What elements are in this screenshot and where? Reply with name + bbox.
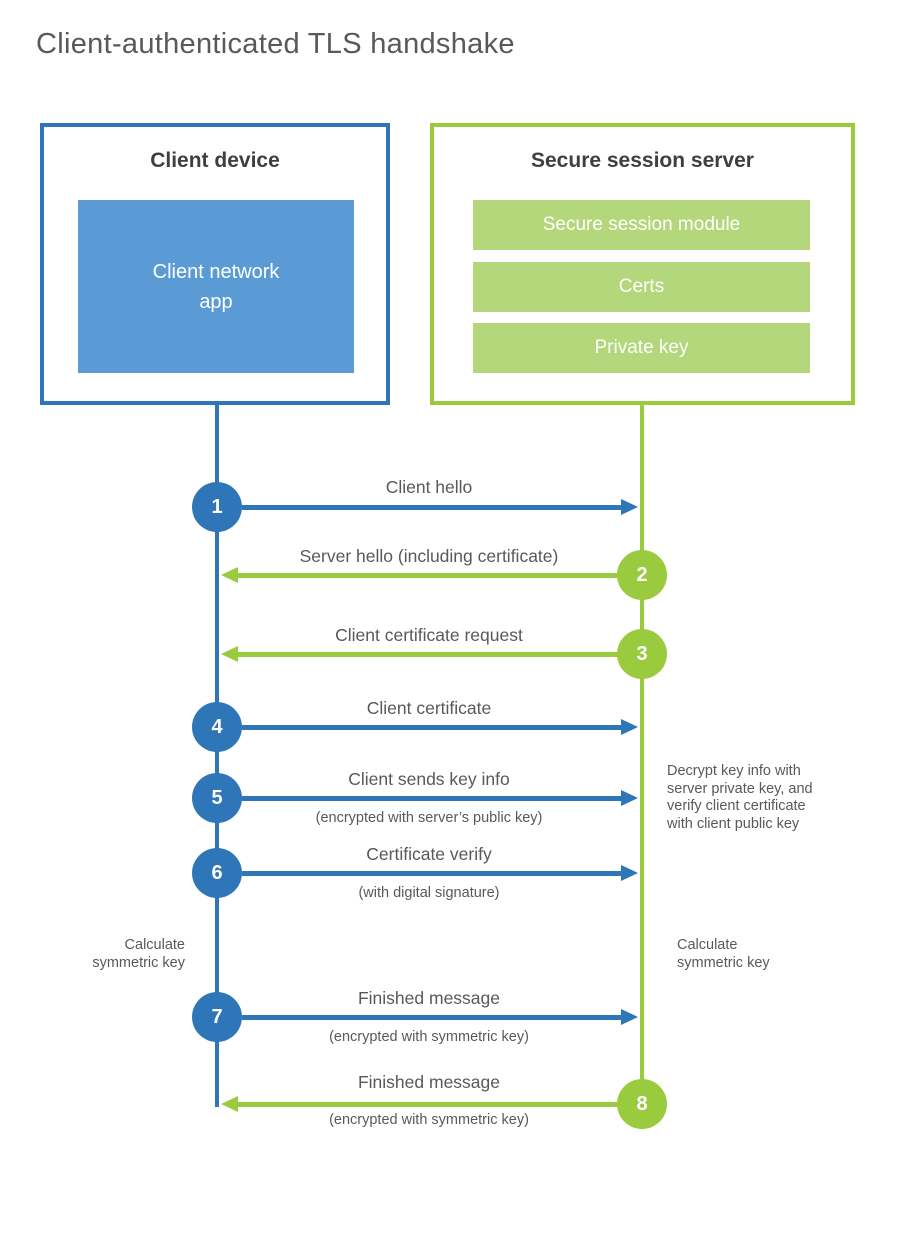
step-7-arrow-shaft: [242, 1015, 622, 1020]
client-lifeline: [214, 405, 219, 1107]
step-1-arrowhead-icon: [621, 499, 638, 515]
calculate-symmetric-key-client: Calculate symmetric key: [92, 937, 185, 971]
step-4-arrow-shaft: [242, 725, 622, 730]
server-lifeline: [639, 405, 644, 1129]
server-module-certs: Certs: [473, 262, 810, 312]
step-7-label: Finished message: [357, 988, 501, 1008]
step-7-badge: 7: [192, 992, 242, 1042]
step-4-badge: 4: [192, 702, 242, 752]
step-3-label: Client certificate request: [335, 625, 523, 645]
step-6-badge: 6: [192, 848, 242, 898]
client-network-app-box: Client network app: [78, 200, 354, 373]
step-5-arrow-shaft: [242, 796, 622, 801]
step-7-sublabel: (encrypted with symmetric key): [329, 1029, 529, 1045]
step-3-arrow-shaft: [237, 652, 618, 657]
client-device-heading: Client device: [150, 149, 280, 172]
step-3-arrowhead-icon: [221, 646, 238, 662]
step-8-label: Finished message: [357, 1072, 501, 1092]
step-6-sublabel: (with digital signature): [358, 885, 500, 901]
step-1-label: Client hello: [385, 477, 473, 497]
decrypt-key-note: Decrypt key info with server private key…: [667, 763, 813, 832]
step-6-label: Certificate verify: [366, 844, 492, 864]
calculate-symmetric-key-server: Calculate symmetric key: [677, 937, 770, 971]
step-8-sublabel: (encrypted with symmetric key): [329, 1112, 529, 1128]
step-5-sublabel: (encrypted with server’s public key): [315, 810, 543, 826]
step-5-label: Client sends key info: [348, 769, 510, 789]
step-4-arrowhead-icon: [621, 719, 638, 735]
page-title: Client-authenticated TLS handshake: [36, 28, 515, 60]
step-4-label: Client certificate: [366, 698, 492, 718]
step-7-arrowhead-icon: [621, 1009, 638, 1025]
step-2-badge: 2: [617, 550, 667, 600]
step-2-arrow-shaft: [237, 573, 618, 578]
step-1-badge: 1: [192, 482, 242, 532]
step-6-arrow-shaft: [242, 871, 622, 876]
step-1-arrow-shaft: [242, 505, 622, 510]
step-5-badge: 5: [192, 773, 242, 823]
step-3-badge: 3: [617, 629, 667, 679]
step-5-arrowhead-icon: [621, 790, 638, 806]
server-module-private-key: Private key: [473, 323, 810, 373]
step-8-arrowhead-icon: [221, 1096, 238, 1112]
step-8-badge: 8: [617, 1079, 667, 1129]
server-heading: Secure session server: [531, 149, 754, 172]
step-2-arrowhead-icon: [221, 567, 238, 583]
server-module-secure-session: Secure session module: [473, 200, 810, 250]
step-6-arrowhead-icon: [621, 865, 638, 881]
step-2-label: Server hello (including certificate): [299, 546, 559, 566]
step-8-arrow-shaft: [237, 1102, 618, 1107]
